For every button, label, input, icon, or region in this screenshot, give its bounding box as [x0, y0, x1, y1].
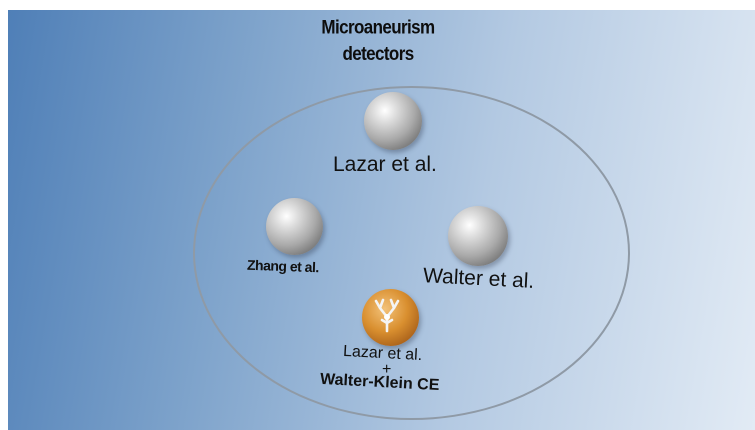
title-line-1: Microaneurism	[321, 16, 435, 39]
lazar-label: Lazar et al.	[333, 153, 437, 176]
retina-vessel-icon	[374, 298, 400, 333]
zhang-sphere	[266, 198, 323, 255]
zhang-label: Zhang et al.	[246, 256, 320, 276]
combined-sphere	[362, 289, 419, 346]
diagram-title: Microaneurism detectors	[293, 14, 463, 67]
walter-sphere	[448, 206, 508, 266]
title-line-2: detectors	[342, 42, 414, 65]
detectors-group-ellipse	[193, 86, 630, 420]
lazar-sphere	[364, 92, 422, 150]
combined-label-line-2: +	[382, 361, 392, 378]
